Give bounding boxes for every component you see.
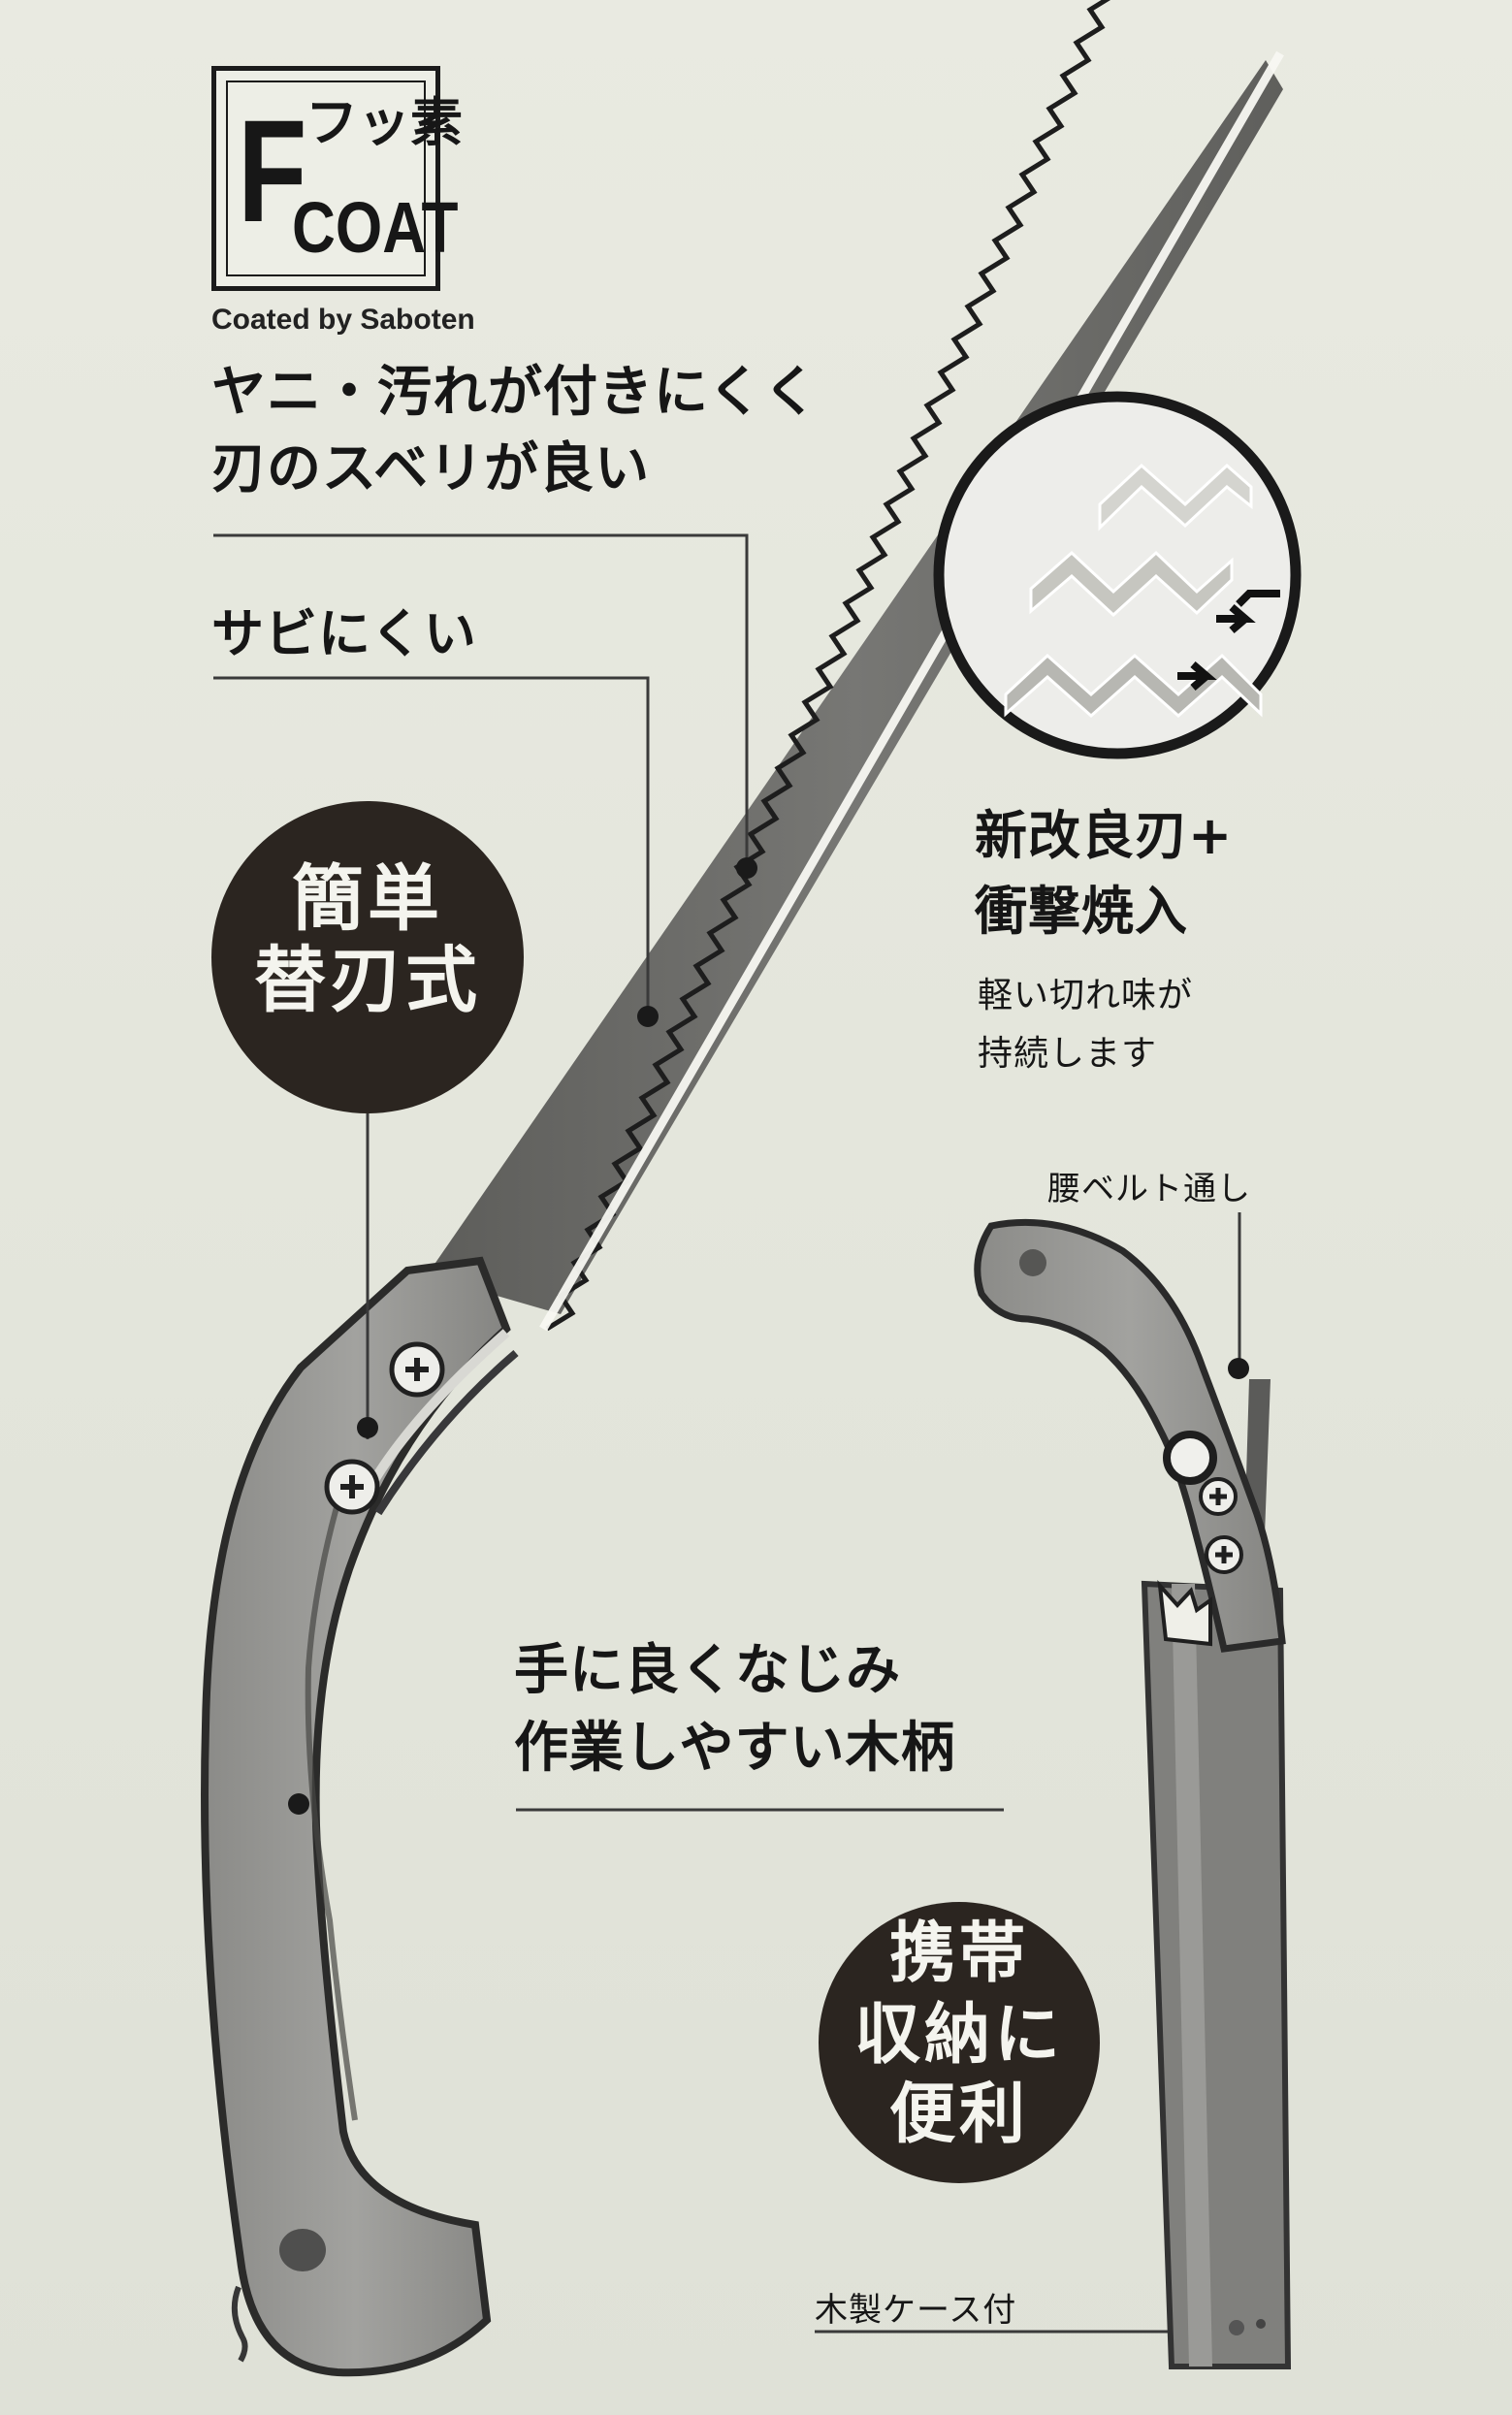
leader-lines: [213, 533, 1241, 2334]
belt-loop-text: 腰ベルト通し: [1047, 1170, 1251, 1208]
logo-japanese: フッ素: [306, 92, 463, 153]
resin-line-1: ヤニ・汚れが付きにくく: [211, 361, 819, 424]
grip-line-1: 手に良くなじみ: [514, 1639, 901, 1702]
logo-letter: F: [238, 89, 307, 252]
logo-coat: COAT: [292, 187, 459, 268]
carry-badge-line-1: 携帯: [888, 1916, 1029, 1992]
replace-badge: [211, 801, 524, 1113]
carry-badge-line-3: 便利: [888, 2077, 1029, 2153]
saw-handle: [201, 1256, 511, 2377]
blade-name-line-2: 衝撃焼入: [975, 881, 1188, 942]
coated-by-text: Coated by Saboten: [211, 304, 475, 336]
resin-line-2: 刃のスベリが良い: [211, 437, 651, 500]
replace-badge-line-1: 簡単: [292, 857, 443, 941]
blade-desc-line-2: 持続します: [978, 1034, 1158, 1074]
blade-desc-line-1: 軽い切れ味が: [978, 976, 1194, 1015]
carry-badge: [819, 1902, 1100, 2183]
blade-teeth: [545, 0, 1111, 1332]
saw-blade: [427, 60, 1283, 1314]
case-body: [1141, 1580, 1292, 2369]
handle-hole: [279, 2229, 326, 2271]
small-saw-handle: [974, 1218, 1286, 1653]
fluorine-coat-logo: F フッ素 COAT: [211, 66, 463, 291]
logo-frame: [226, 80, 426, 276]
replace-badge-line-2: 替刃式: [254, 939, 481, 1022]
blade-name-line-1: 新改良刃+: [975, 805, 1234, 866]
grip-line-2: 作業しやすい木柄: [514, 1717, 956, 1780]
carry-badge-line-2: 収納に: [853, 1997, 1064, 2074]
wooden-case-text: 木製ケース付: [815, 2291, 1017, 2330]
tooth-zoom-circle: [933, 391, 1302, 759]
rust-text: サビにくい: [211, 603, 477, 664]
